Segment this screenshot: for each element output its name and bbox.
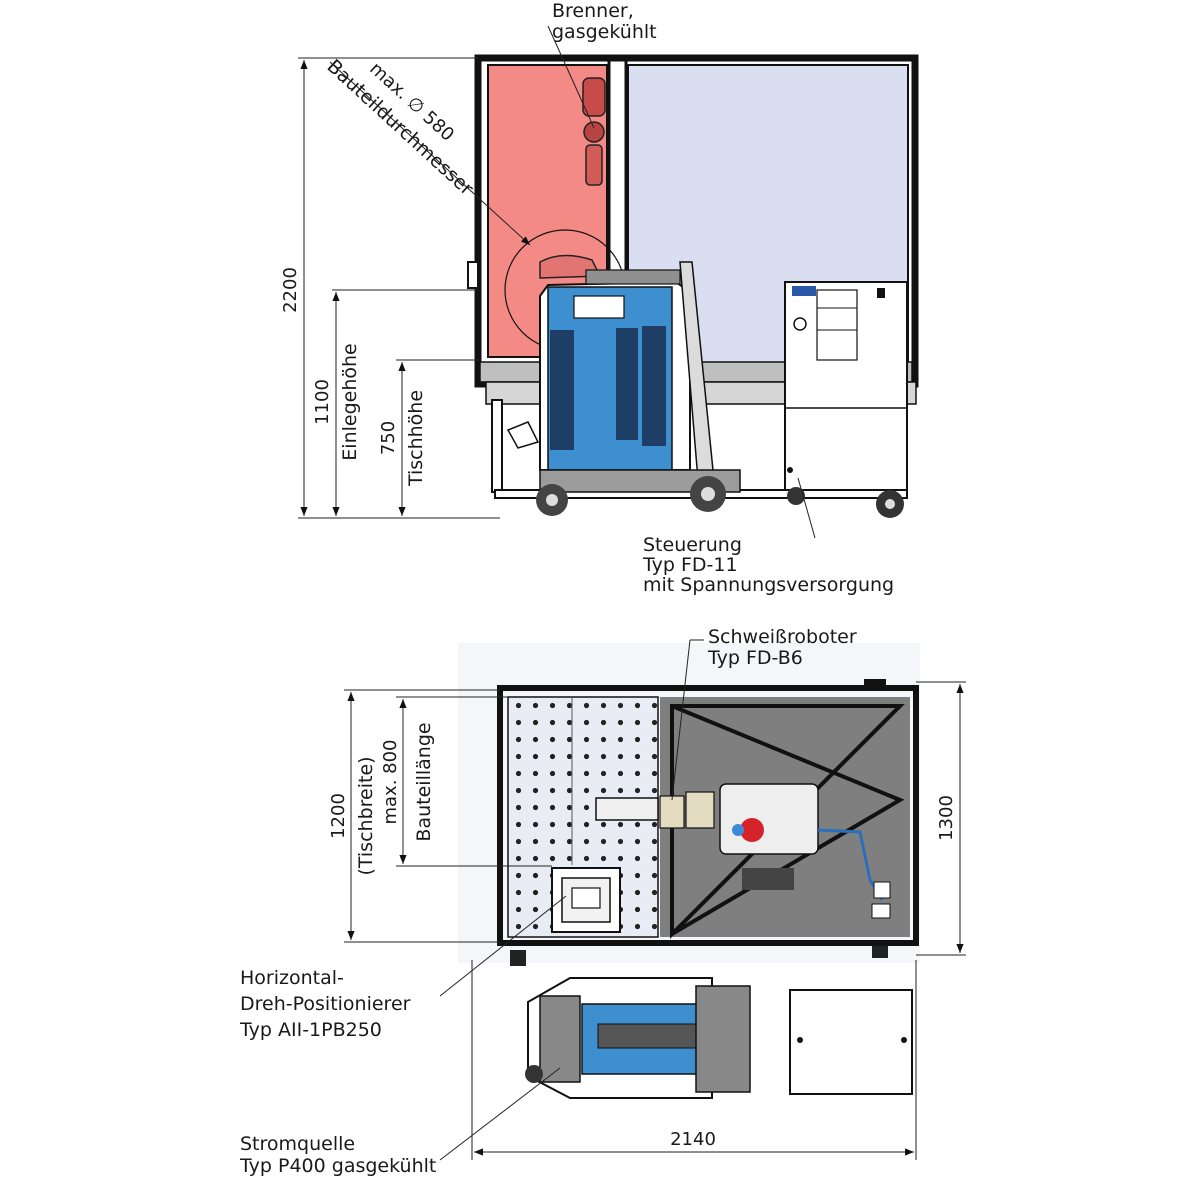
door-handle: [467, 261, 479, 289]
table-width-dim: 1200: [328, 793, 349, 839]
torch-label-line1: Brenner,: [552, 0, 634, 22]
robot-top: [595, 783, 891, 919]
positioner-label-line1: Horizontal-: [240, 967, 344, 989]
controller-cabinet-side: [784, 281, 908, 518]
power-label-line1: Stromquelle: [240, 1133, 355, 1155]
controller-label-line3: mit Spannungsversorgung: [643, 574, 894, 596]
table-height-label: Tischhöhe: [405, 390, 427, 487]
torch-assembly: [539, 77, 606, 279]
robot-label-line2: Typ FD-B6: [707, 647, 803, 669]
depth-dim: 1300: [936, 795, 957, 841]
positioner-label-line3: Typ AII-1PB250: [239, 1019, 382, 1041]
top-view: 1200 (Tischbreite) max. 800 Bauteillänge…: [239, 626, 966, 1177]
table-width-label: (Tischbreite): [355, 756, 377, 875]
power-source-top: [525, 977, 751, 1099]
side-view: 2200 1100 Einlegehöhe 750 Tischhöhe max.…: [280, 0, 919, 596]
cell-frame-top: [497, 685, 919, 946]
width-total-dim: 2140: [670, 1129, 716, 1150]
part-length-label: Bauteillänge: [413, 722, 435, 841]
controller-label-line2: Typ FD-11: [642, 554, 738, 576]
controller-top: [789, 989, 913, 1095]
frame-post: [607, 58, 628, 302]
part-length-dim: max. 800: [380, 739, 401, 824]
loading-height-label: Einlegehöhe: [339, 343, 361, 460]
torch-label-line2: gasgekühlt: [552, 21, 657, 43]
controller-label-line1: Steuerung: [643, 534, 742, 556]
loading-height-dim: 1100: [312, 379, 333, 425]
robot-label-line1: Schweißroboter: [708, 626, 857, 648]
positioner-label-line2: Dreh-Positionierer: [240, 993, 411, 1015]
height-total-dim: 2200: [280, 267, 301, 313]
power-label-line2: Typ P400 gasgekühlt: [239, 1155, 436, 1177]
table-height-dim: 750: [378, 421, 399, 455]
power-source-side: [506, 261, 741, 516]
